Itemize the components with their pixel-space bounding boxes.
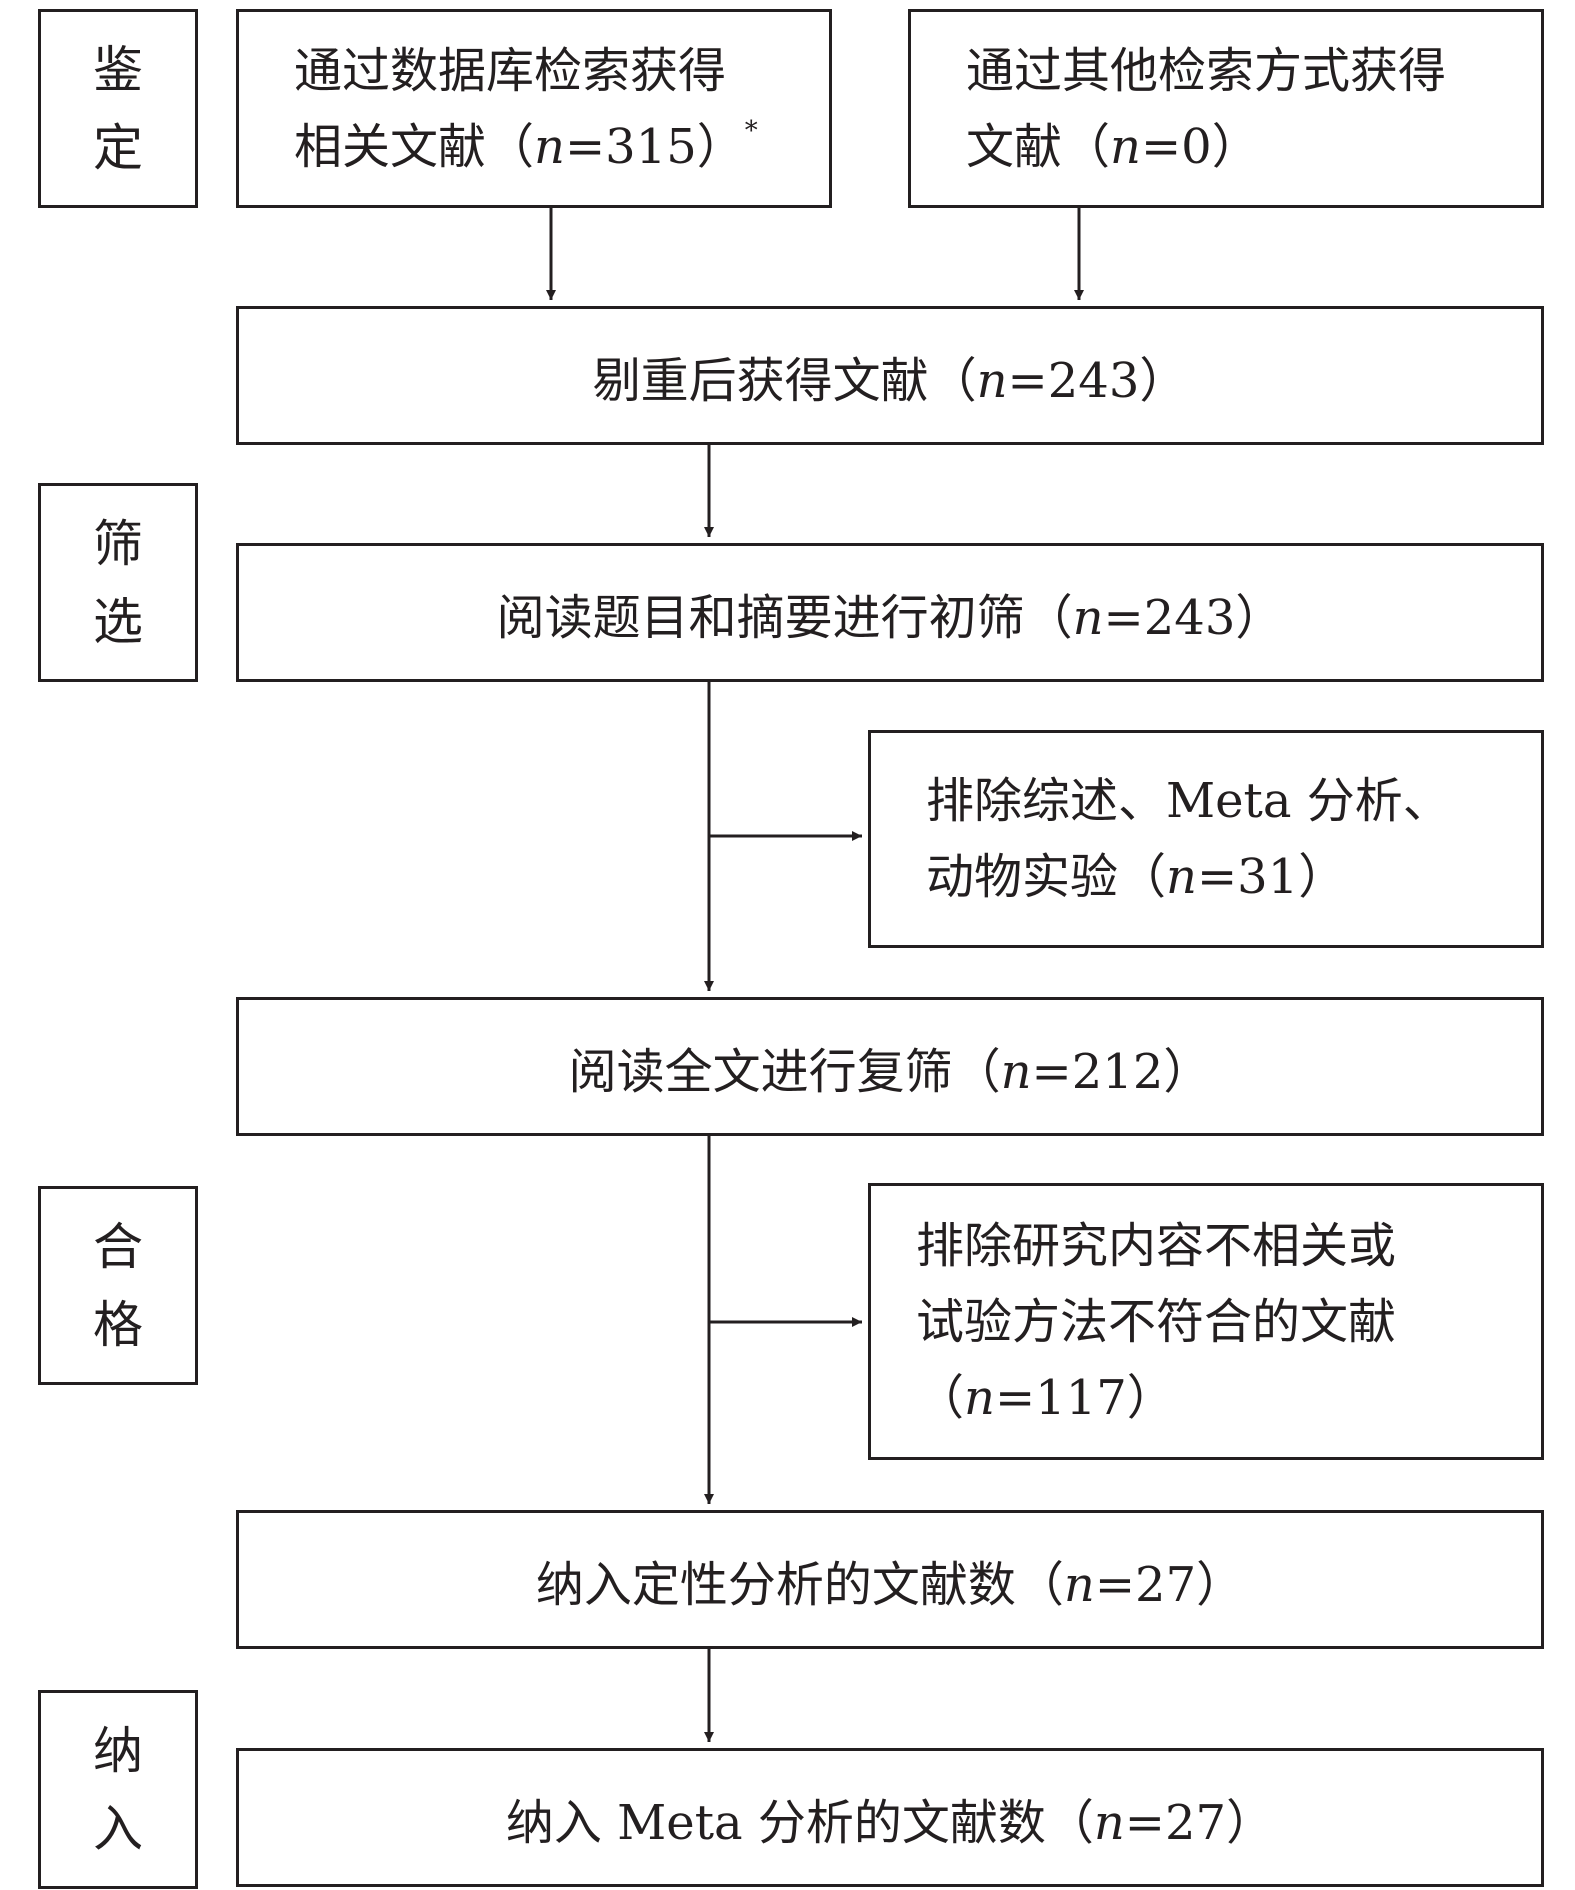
database-search-line2: 相关文献（n=315）* — [294, 115, 758, 175]
stage-char: 纳 — [93, 1721, 143, 1780]
excluded-reviews-line2: 动物实验（n=31） — [926, 849, 1347, 905]
other-search-line2: 文献（n=0） — [966, 118, 1260, 175]
excluded-reviews-line1: 排除综述、Meta 分析、 — [926, 773, 1451, 829]
other-search-line1: 通过其他检索方式获得 — [966, 42, 1447, 99]
n-count: =315 — [564, 118, 697, 175]
n-count: =243 — [1103, 589, 1236, 646]
stage-char: 鉴 — [93, 40, 143, 99]
n-label: n — [1166, 849, 1197, 905]
stage-char: 入 — [93, 1799, 143, 1858]
excluded-irrelevant-line2: 试验方法不符合的文献 — [916, 1293, 1397, 1350]
n-label: n — [1110, 118, 1141, 175]
stage-char: 格 — [93, 1295, 143, 1354]
n-count: =0 — [1140, 118, 1212, 175]
n-count: =31 — [1196, 849, 1299, 905]
meta-analysis-box: 纳入 Meta 分析的文献数（n=27） — [236, 1748, 1544, 1887]
excluded-reviews-box: 排除综述、Meta 分析、 动物实验（n=31） — [868, 730, 1544, 948]
stage-identification: 鉴 定 — [38, 9, 198, 208]
stage-char: 筛 — [93, 514, 143, 573]
database-search-box: 通过数据库检索获得 相关文献（n=315）* — [236, 9, 832, 208]
n-label: n — [1072, 589, 1104, 646]
title-abstract-screen-text: 阅读题目和摘要进行初筛（n=243） — [496, 589, 1284, 646]
database-search-line1: 通过数据库检索获得 — [294, 42, 727, 99]
n-label: n — [976, 352, 1008, 409]
meta-analysis-text: 纳入 Meta 分析的文献数（n=27） — [505, 1794, 1275, 1851]
other-search-box: 通过其他检索方式获得 文献（n=0） — [908, 9, 1544, 208]
stage-char: 合 — [93, 1217, 143, 1276]
stage-char: 选 — [93, 592, 143, 651]
n-label: n — [1000, 1043, 1032, 1100]
n-label: n — [534, 118, 565, 175]
n-count: =212 — [1031, 1043, 1164, 1100]
n-label: n — [1063, 1556, 1095, 1613]
excluded-irrelevant-line3: （n=117） — [916, 1369, 1175, 1426]
n-label: n — [1093, 1794, 1125, 1851]
n-label: n — [964, 1369, 995, 1426]
n-count: =117 — [994, 1369, 1127, 1426]
n-count: =27 — [1094, 1556, 1197, 1613]
after-dedup-text: 剔重后获得文献（n=243） — [592, 352, 1188, 409]
stage-eligibility: 合 格 — [38, 1186, 198, 1385]
qualitative-box: 纳入定性分析的文献数（n=27） — [236, 1510, 1544, 1649]
stage-screening: 筛 选 — [38, 483, 198, 682]
fulltext-screen-box: 阅读全文进行复筛（n=212） — [236, 997, 1544, 1136]
title-abstract-screen-box: 阅读题目和摘要进行初筛（n=243） — [236, 543, 1544, 682]
qualitative-text: 纳入定性分析的文献数（n=27） — [535, 1556, 1245, 1613]
after-dedup-box: 剔重后获得文献（n=243） — [236, 306, 1544, 445]
stage-char: 定 — [93, 118, 143, 177]
excluded-irrelevant-line1: 排除研究内容不相关或 — [916, 1217, 1397, 1274]
fulltext-screen-text: 阅读全文进行复筛（n=212） — [568, 1043, 1212, 1100]
n-count: =243 — [1007, 352, 1140, 409]
stage-included: 纳 入 — [38, 1690, 198, 1889]
excluded-irrelevant-box: 排除研究内容不相关或 试验方法不符合的文献 （n=117） — [868, 1183, 1544, 1460]
n-count: =27 — [1124, 1794, 1227, 1851]
footnote-mark: * — [744, 115, 758, 146]
